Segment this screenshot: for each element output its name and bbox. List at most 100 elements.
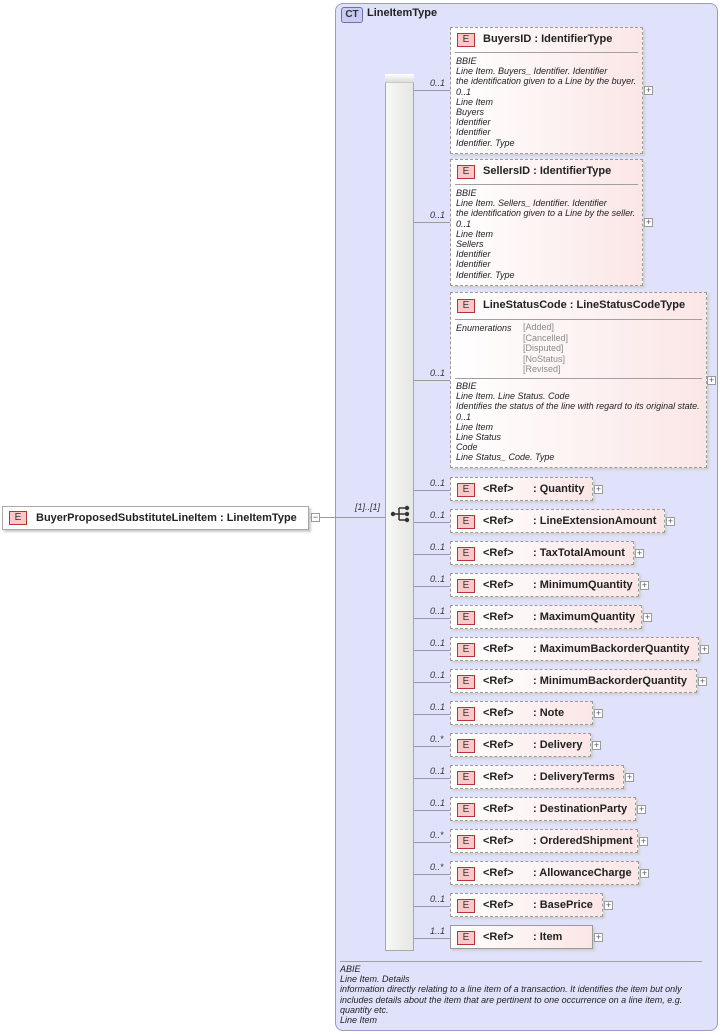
expand-toggle[interactable]: + [666,516,675,526]
ref-label: <Ref> [483,771,514,783]
ref-element[interactable]: E<Ref>: OrderedShipment [450,829,638,853]
expand-toggle[interactable]: + [643,612,652,622]
expand-toggle[interactable]: + [640,580,649,590]
divider [455,184,638,185]
collapse-toggle[interactable]: − [311,512,320,522]
expand-toggle[interactable]: + [637,804,646,814]
element-badge: E [457,483,475,497]
cardinality-label: 0..1 [430,510,446,520]
divider [455,319,702,320]
connector-buyersid [414,90,450,91]
ref-name: : BasePrice [533,899,593,911]
cardinality-label: 0..1 [430,702,446,712]
element-badge: E [457,707,475,721]
expand-toggle[interactable]: + [640,868,649,878]
expand-toggle[interactable]: + [700,644,709,654]
connector-ref [414,554,450,555]
ref-element[interactable]: E<Ref>: MaximumQuantity [450,605,642,629]
element-badge: E [457,611,475,625]
ref-name: : Item [533,931,563,943]
element-badge: E [9,511,27,525]
element-name: LineStatusCode [483,299,567,311]
ref-name: : MaximumQuantity [533,611,636,623]
element-badge: E [457,771,475,785]
element-type: IdentifierType [541,33,613,45]
cardinality-label: 0..1 [430,894,446,904]
expand-toggle[interactable]: + [644,85,653,95]
element-badge: E [457,299,475,313]
element-badge: E [457,643,475,657]
element-linestatuscode[interactable]: E LineStatusCode : LineStatusCodeType En… [450,292,707,468]
element-badge: E [457,739,475,753]
ref-element[interactable]: E<Ref>: DeliveryTerms [450,765,624,789]
ref-name: : TaxTotalAmount [533,547,625,559]
connector-ref [414,938,450,939]
connector-ref [414,490,450,491]
ref-label: <Ref> [483,547,514,559]
ref-label: <Ref> [483,675,514,687]
connector-ref [414,586,450,587]
expand-toggle[interactable]: + [639,836,648,846]
expand-toggle[interactable]: + [604,900,613,910]
ref-element[interactable]: E <Ref> : Item [450,925,593,949]
cardinality-label: 0..* [430,830,444,840]
ref-name: : MaximumBackorderQuantity [533,643,690,655]
ref-element[interactable]: E<Ref>: MinimumBackorderQuantity [450,669,697,693]
connector-ref [414,778,450,779]
element-badge: E [457,515,475,529]
ref-label: <Ref> [483,931,514,943]
connector-linestatuscode [414,380,450,381]
root-cardinality: [1]..[1] [355,502,381,512]
divider [340,961,702,962]
complex-type-badge: CT [341,7,363,23]
element-badge: E [457,931,475,945]
expand-toggle[interactable]: + [594,708,603,718]
sequence-icon[interactable] [390,503,412,525]
cardinality-label: 0..* [430,734,444,744]
connector-ref [414,874,450,875]
ref-label: <Ref> [483,579,514,591]
cardinality-label: 0..1 [430,670,446,680]
sequence-compositor-cap [385,74,414,83]
root-element-type: LineItemType [226,512,297,524]
ref-element[interactable]: E<Ref>: Delivery [450,733,591,757]
ref-element[interactable]: E<Ref>: MinimumQuantity [450,573,639,597]
element-badge: E [457,579,475,593]
ref-element[interactable]: E<Ref>: DestinationParty [450,797,636,821]
expand-toggle[interactable]: + [707,375,716,385]
divider [455,52,638,53]
connector-ref [414,842,450,843]
ref-name: : MinimumBackorderQuantity [533,675,688,687]
root-element[interactable]: E BuyerProposedSubstituteLineItem : Line… [2,506,309,530]
ref-name: : Delivery [533,739,583,751]
expand-toggle[interactable]: + [594,484,603,494]
ref-label: <Ref> [483,899,514,911]
ref-element[interactable]: E<Ref>: BasePrice [450,893,603,917]
ref-element[interactable]: E<Ref>: Quantity [450,477,593,501]
cardinality-label: 0..1 [430,542,446,552]
cardinality-label: 0..1 [430,368,446,378]
ref-label: <Ref> [483,867,514,879]
connector-ref [414,650,450,651]
ref-element[interactable]: E<Ref>: LineExtensionAmount [450,509,665,533]
expand-toggle[interactable]: + [592,740,601,750]
cardinality-label: 0..1 [430,210,446,220]
ref-element[interactable]: E<Ref>: AllowanceCharge [450,861,639,885]
expand-toggle[interactable]: + [594,932,603,942]
expand-toggle[interactable]: + [625,772,634,782]
expand-toggle[interactable]: + [698,676,707,686]
expand-toggle[interactable]: + [635,548,644,558]
ref-element[interactable]: E<Ref>: MaximumBackorderQuantity [450,637,699,661]
element-badge: E [457,835,475,849]
connector-ref [414,522,450,523]
ref-element[interactable]: E<Ref>: TaxTotalAmount [450,541,634,565]
element-badge: E [457,165,475,179]
complex-type-title: LineItemType [367,7,438,19]
expand-toggle[interactable]: + [644,217,653,227]
ref-element[interactable]: E<Ref>: Note [450,701,593,725]
cardinality-label: 0..1 [430,78,446,88]
